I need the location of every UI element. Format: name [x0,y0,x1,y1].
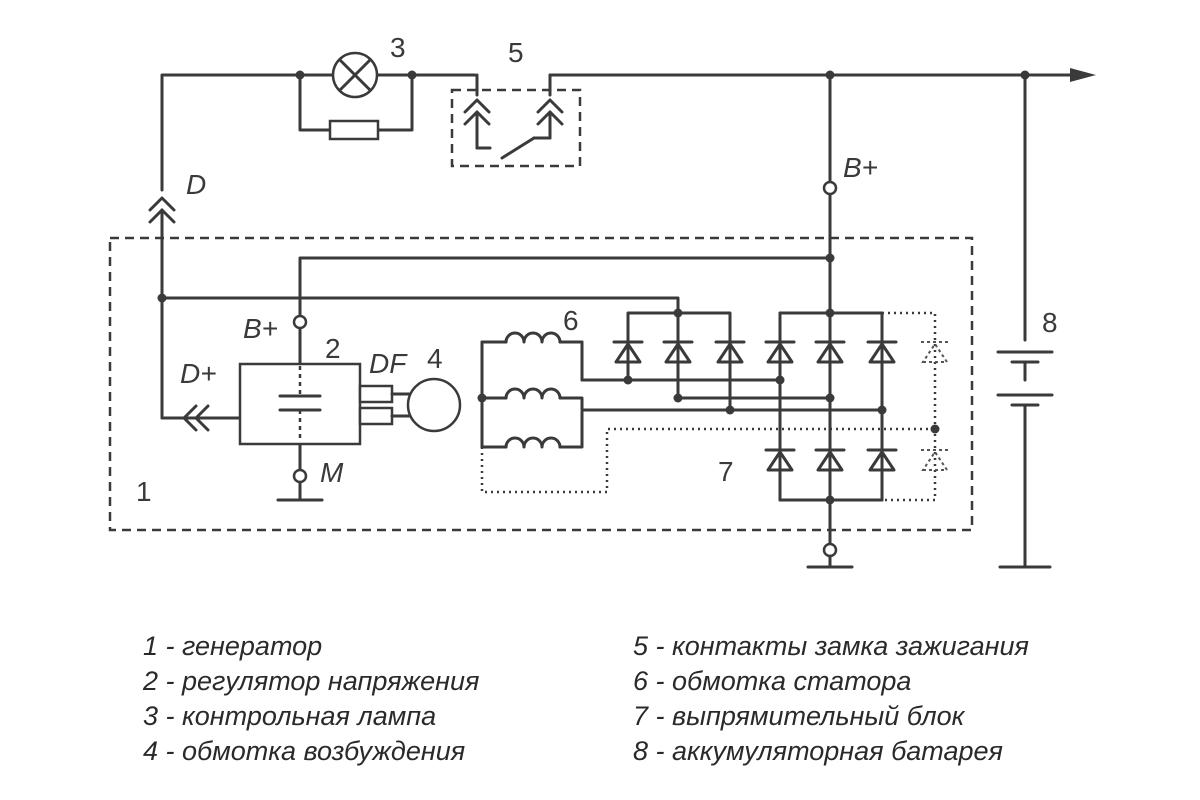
battery [996,73,1054,569]
diode-upper-3 [714,340,746,364]
diode-upper-4 [764,340,796,364]
label-2: 2 [325,333,341,364]
diode-upper-1 [612,340,644,364]
label-4: 4 [427,343,443,374]
label-m: M [320,457,344,488]
legend: 1 - генератор 2 - регулятор напряжения 3… [142,631,1029,766]
label-1: 1 [136,476,152,507]
label-8: 8 [1042,307,1058,338]
ground-m-terminal [292,468,308,484]
field-winding [390,377,462,433]
legend-item-7: 7 - выпрямительный блок [633,701,966,731]
label-6: 6 [563,305,579,336]
voltage-regulator [238,362,394,446]
diode-aux-lower [921,449,949,471]
dotted-neutral [480,427,935,494]
legend-item-3: 3 - контрольная лампа [143,701,436,731]
legend-item-6: 6 - обмотка статора [633,666,911,696]
generator-enclosure [108,236,974,532]
diode-lower-3 [866,448,898,472]
label-d-plus: D+ [180,358,217,389]
top-wires [160,73,1082,192]
diode-lower-2 [814,448,846,472]
label-7: 7 [718,456,734,487]
ignition-contacts [463,98,564,160]
legend-item-8: 8 - аккумуляторная батарея [633,736,1003,766]
legend-item-1: 1 - генератор [143,631,322,661]
legend-item-4: 4 - обмотка возбуждения [143,736,465,766]
label-d: D [186,169,206,200]
output-arrow-icon [1070,68,1096,82]
label-5: 5 [508,37,524,68]
label-3: 3 [390,32,406,63]
b-plus-line [806,73,854,569]
lamp-resistor [328,119,380,141]
diode-upper-5 [814,340,846,364]
d-plus-connector [182,404,210,432]
diode-aux-upper [921,341,949,363]
diode-upper-2 [662,340,694,364]
warning-lamp [331,51,379,99]
label-df: DF [369,348,408,379]
diode-lower-1 [764,448,796,472]
internal-wires [160,256,832,502]
diode-upper-6 [866,340,898,364]
reg-b-plus-terminal [292,314,308,330]
label-b-plus-reg: B+ [243,313,278,344]
legend-item-2: 2 - регулятор напряжения [142,666,479,696]
label-b-plus-top: B+ [843,152,878,183]
junction-dots [157,70,1030,505]
legend-item-5: 5 - контакты замка зажигания [633,631,1029,661]
ignition-switch-box [450,88,582,168]
d-connector [148,196,176,420]
